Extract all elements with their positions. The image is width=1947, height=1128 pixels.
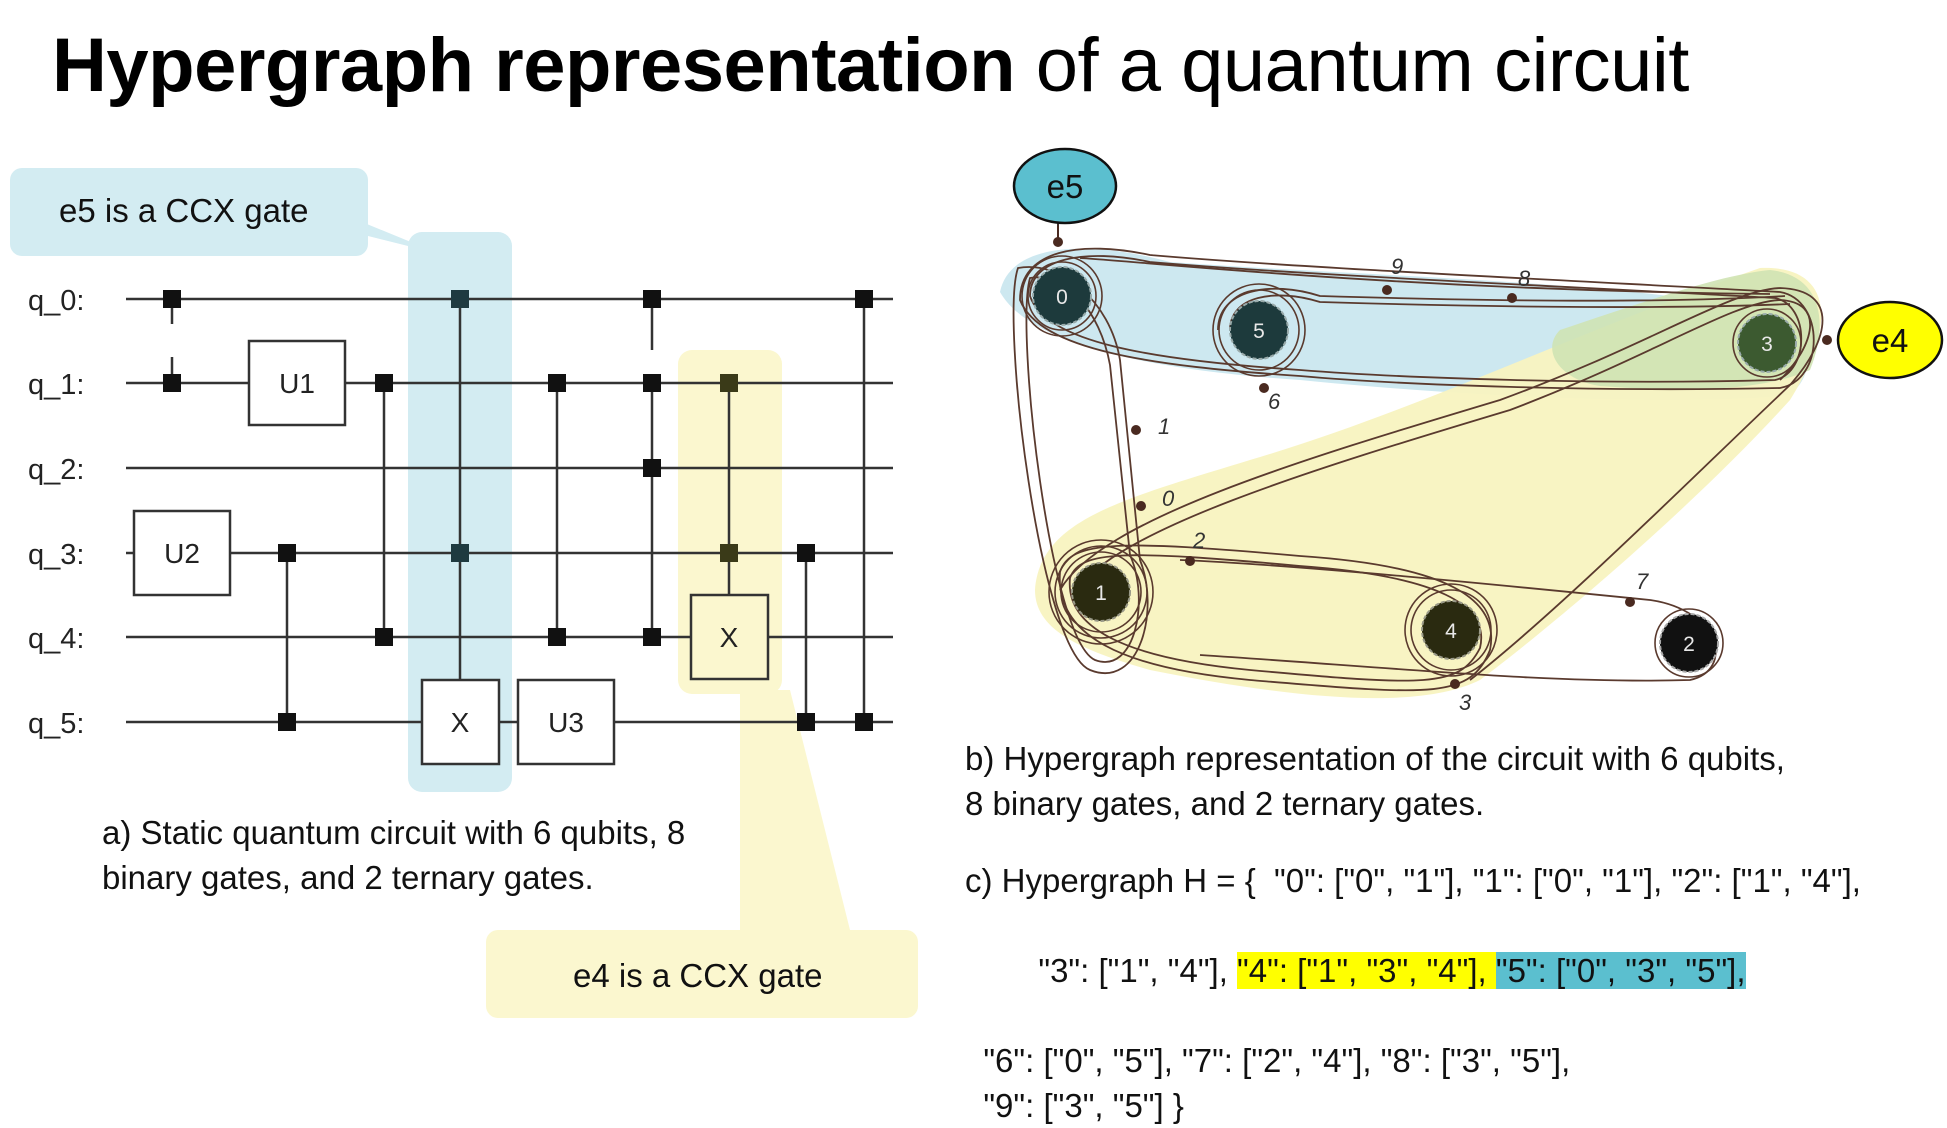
hypergraph-line-4: "9": ["3", "5"] }: [965, 1087, 1184, 1124]
hyperedge-e4-text: "4": ["1", "3", "4"],: [1237, 952, 1496, 989]
graph-node-1: 1: [1048, 539, 1154, 645]
title-bold: Hypergraph representation: [52, 23, 1016, 108]
graph-node-label: 1: [1095, 582, 1107, 605]
graph-node-4: 4: [1404, 583, 1498, 677]
e4-hyperedge-region: [1035, 267, 1822, 699]
title-rest: of a quantum circuit: [1015, 23, 1690, 108]
e5-callout-box: [10, 168, 368, 256]
e5-e4-overlap-region: [1552, 270, 1820, 390]
qubit-label: q_0:: [28, 285, 84, 317]
e5-hyperedge-region: [1000, 248, 1808, 400]
edge-label: 2: [1192, 528, 1205, 553]
hyperedge-e5-text: "5": ["0", "3", "5"],: [1495, 952, 1746, 989]
e4-callout-box: [486, 930, 918, 1018]
qubit-wires: [126, 297, 893, 724]
e5-tag-label: e5: [1047, 168, 1084, 205]
qubit-label: q_4:: [28, 623, 84, 655]
e4-tag-bubble: [1836, 300, 1944, 380]
e5-callout-text: e5 is a CCX gate: [59, 192, 308, 229]
hypergraph-definition: c) Hypergraph H = { "0": ["0", "1"], "1"…: [965, 858, 1861, 1128]
edge-label: 7: [1636, 569, 1649, 594]
u3-gate: [516, 678, 616, 766]
hypergraph-line-2-start: "3": ["1", "4"],: [1020, 952, 1238, 989]
graph-node-2: 2: [1654, 608, 1724, 678]
caption-a: a) Static quantum circuit with 6 qubits,…: [102, 810, 685, 900]
edge-label: 3: [1459, 690, 1472, 715]
hypergraph-line-3: "6": ["0", "5"], "7": ["2", "4"], "8": […: [965, 1042, 1571, 1079]
graph-node-label: 2: [1683, 633, 1695, 656]
x-gate-e5-label: X: [451, 707, 470, 738]
x-gate-e4-label: X: [720, 622, 739, 653]
e4-callout-text: e4 is a CCX gate: [573, 957, 822, 994]
x-gate-e5: [420, 678, 501, 766]
graph-node-label: 3: [1761, 333, 1773, 356]
e5-tag-bubble: [1012, 147, 1118, 225]
quantum-circuit-diagram: e5 is a CCX gate e4 is a CCX gate q_0: q…: [10, 168, 918, 1018]
graph-node-label: 0: [1056, 286, 1068, 309]
graph-node-0: 0: [1021, 255, 1103, 337]
u3-gate-label: U3: [548, 707, 584, 738]
qubit-label: q_3:: [28, 539, 84, 571]
caption-b: b) Hypergraph representation of the circ…: [965, 736, 1785, 826]
caption-b-line1: b) Hypergraph representation of the circ…: [965, 740, 1785, 777]
x-gate-e4: [689, 593, 770, 681]
edge-label: 1: [1158, 414, 1170, 439]
edge-label: 9: [1391, 254, 1403, 279]
graph-node-label: 4: [1445, 620, 1457, 643]
caption-a-line2: binary gates, and 2 ternary gates.: [102, 859, 594, 896]
hypergraph-line-1: c) Hypergraph H = { "0": ["0", "1"], "1"…: [965, 862, 1861, 899]
edge-label: 6: [1268, 389, 1281, 414]
hypergraph-line-2: "3": ["1", "4"], "4": ["1", "3", "4"], "…: [965, 903, 1861, 1038]
u2-gate-label: U2: [164, 538, 200, 569]
u2-gate: [132, 509, 232, 597]
graph-node-3: 3: [1732, 308, 1802, 378]
qubit-label: q_5:: [28, 708, 84, 740]
edge-label: 8: [1518, 266, 1531, 291]
caption-b-line2: 8 binary gates, and 2 ternary gates.: [965, 785, 1485, 822]
gate-connectors: [170, 299, 866, 722]
slide-title: Hypergraph representation of a quantum c…: [52, 22, 1689, 109]
e4-callout-pointer: [740, 690, 850, 930]
u1-gate: [247, 339, 347, 427]
caption-a-line1: a) Static quantum circuit with 6 qubits,…: [102, 814, 686, 851]
qubit-label: q_1:: [28, 369, 84, 401]
e4-tag-label: e4: [1872, 322, 1909, 359]
graph-node-label: 5: [1253, 320, 1265, 343]
graph-node-5: 5: [1212, 283, 1306, 377]
qubit-label: q_2:: [28, 454, 84, 486]
u1-gate-label: U1: [279, 368, 315, 399]
e5-callout-pointer: [360, 206, 440, 254]
edge-label: 0: [1162, 486, 1175, 511]
control-dots: [163, 290, 873, 731]
slide: Hypergraph representation of a quantum c…: [10, 22, 1944, 1124]
